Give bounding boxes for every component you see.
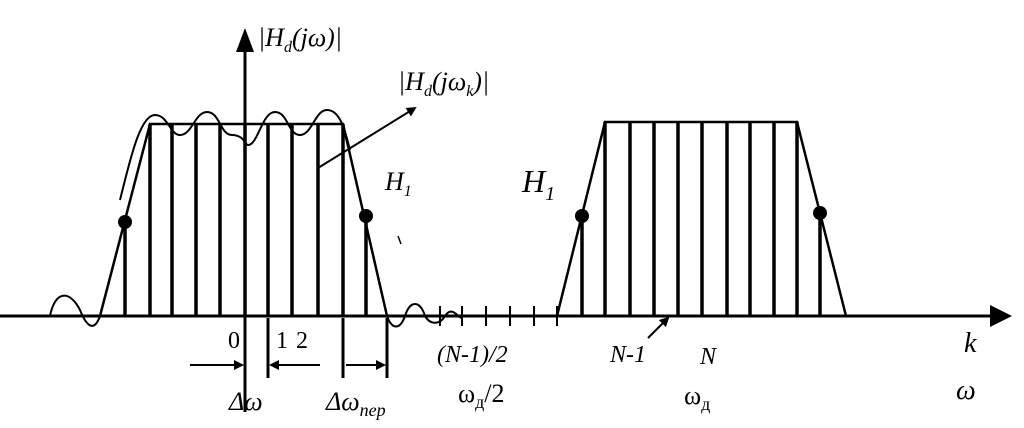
y-axis-label: |Hd(jω)| xyxy=(258,23,342,56)
tick-label-n: N xyxy=(699,344,718,370)
h1-right-label: H1 xyxy=(521,163,555,205)
transition-dot-right-fall xyxy=(813,206,827,220)
tick-label-0: 0 xyxy=(228,328,240,354)
stray-mark xyxy=(397,235,402,245)
transition-dot-left-fall xyxy=(359,209,373,223)
tick-label-half: (N-1)/2 xyxy=(437,342,508,368)
transition-dot-left-rise xyxy=(118,215,132,229)
n-minus-1-pointer-arrow xyxy=(647,316,670,339)
delta-omega-per-label: Δωпер xyxy=(325,387,386,420)
h1-left-label: H1 xyxy=(384,167,412,200)
omega-d-label: ωд xyxy=(684,381,710,414)
tick-label-n-minus-1: N-1 xyxy=(609,342,646,368)
axis-label-k: k xyxy=(964,328,977,359)
horizontal-axis-arrow-icon xyxy=(990,305,1012,327)
stopband-ticks xyxy=(439,306,558,326)
right-sample-lines xyxy=(580,122,822,316)
delta-omega-label: Δω xyxy=(228,387,263,416)
vertical-axis-arrow-icon xyxy=(236,28,254,52)
omega-d-half-label: ωд/2 xyxy=(458,379,505,412)
ripple-curve xyxy=(49,108,463,328)
transition-dot-right-rise xyxy=(575,209,589,223)
tick-label-2: 2 xyxy=(296,328,308,354)
tick-label-1: 1 xyxy=(276,328,288,354)
axis-label-omega: ω xyxy=(956,375,976,406)
left-sample-lines xyxy=(123,124,368,316)
sample-label: |Hd(jωk)| xyxy=(398,67,489,100)
sample-pointer-arrow xyxy=(317,106,417,169)
